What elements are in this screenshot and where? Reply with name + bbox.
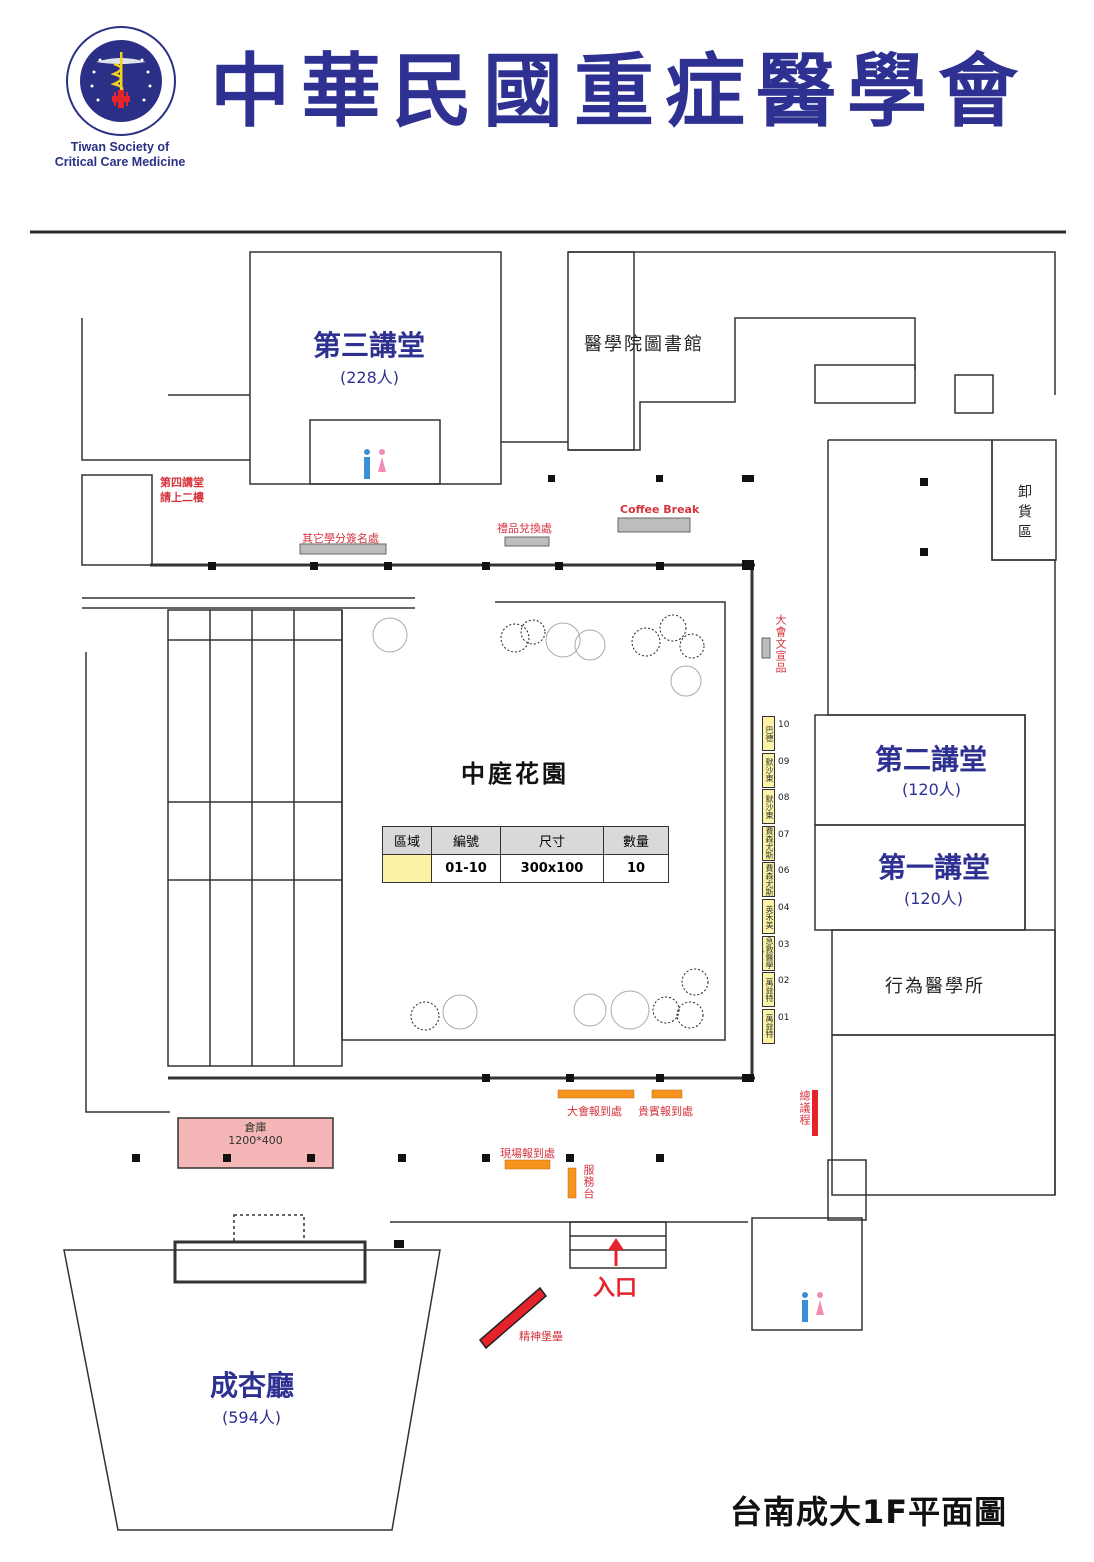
- hall1-capacity: (120人): [904, 889, 964, 908]
- booth-sponsor-name: 巴德: [762, 716, 775, 751]
- coffee-break-label: Coffee Break: [620, 503, 700, 516]
- booth-sponsor-name: 英禾美: [762, 899, 775, 934]
- restroom-icon: [364, 449, 824, 1322]
- loading-label: 卸貨區: [1016, 484, 1032, 544]
- main-checkin-label: 大會報到處: [567, 1105, 622, 1118]
- booth-sponsor-name: 費森尤斯: [762, 825, 775, 861]
- promo-label: 大會文宣品: [774, 614, 787, 674]
- table-header: 數量: [603, 826, 669, 855]
- fortress-label: 精神堡壘: [519, 1330, 563, 1343]
- logo-seal: [80, 40, 162, 122]
- library-label: 醫學院圖書館: [584, 334, 704, 355]
- chengxing-hall: [63, 1249, 441, 1531]
- service-desk-label: 服務台: [582, 1164, 595, 1200]
- signin-table: [299, 543, 387, 555]
- gift-exchange-label: 禮品兌換處: [497, 522, 552, 535]
- booth-number: 07: [778, 829, 790, 840]
- booth-number: 04: [778, 903, 790, 913]
- service-desk-counter: [567, 1167, 577, 1199]
- booth-number: 01: [778, 1012, 790, 1023]
- table-header: 尺寸: [500, 826, 604, 855]
- booth-03: 急救醫學會03: [762, 935, 789, 971]
- booth-sponsor-name: 默沙東: [762, 789, 775, 825]
- table-header: 區域: [382, 826, 432, 855]
- booth-sponsor-name: 萬益特: [762, 972, 775, 1008]
- caduceus-icon: [90, 52, 152, 108]
- other-signin-label: 其它學分簽名處: [302, 532, 379, 545]
- booth-size: 300x100: [500, 854, 604, 883]
- storage-label: 倉庫 1200*400: [188, 1121, 323, 1147]
- hall3-capacity: (228人): [340, 368, 400, 387]
- agenda-board: [812, 1090, 818, 1136]
- org-name-english: Tiwan Society of Critical Care Medicine: [40, 140, 200, 170]
- hall4-note-line1: 第四講堂: [160, 476, 204, 489]
- vip-checkin-counter: [651, 1089, 683, 1099]
- entrance-arrow-icon: [608, 1238, 624, 1266]
- booth-number: 10: [778, 720, 790, 730]
- booth-sponsor-name: 急救醫學會: [762, 935, 775, 971]
- vip-checkin-label: 貴賓報到處: [638, 1105, 693, 1118]
- zone-swatch: [382, 854, 432, 883]
- fortress-sign: [478, 1286, 548, 1350]
- onsite-checkin-counter: [504, 1159, 551, 1170]
- booth-numbers: 01-10: [431, 854, 501, 883]
- main-checkin-counter: [557, 1089, 635, 1099]
- hall1-name: 第一講堂: [878, 851, 991, 884]
- booth-number: 06: [778, 866, 790, 877]
- hall4-note-line2: 請上二樓: [160, 491, 204, 504]
- booth-count: 10: [603, 854, 669, 883]
- table-header: 編號: [431, 826, 501, 855]
- map-title: 台南成大1F平面圖: [730, 1493, 1008, 1531]
- loading-area: [991, 439, 1057, 561]
- behavior-label: 行為醫學所: [885, 976, 985, 997]
- booth-number: 03: [778, 939, 790, 950]
- org-name-en-line2: Critical Care Medicine: [54, 155, 186, 169]
- garden-trees: [372, 617, 702, 1030]
- booth-number: 02: [778, 976, 790, 987]
- spiral-stair: [81, 474, 153, 566]
- storage-size: 1200*400: [228, 1134, 283, 1147]
- booth-sponsor-name: 萬益特: [762, 1008, 775, 1044]
- society-logo: [66, 26, 176, 136]
- pillars: [132, 475, 928, 1248]
- org-title: 中華民國重症醫學會: [210, 45, 1029, 138]
- booth-number: 09: [778, 756, 790, 767]
- storage-name: 倉庫: [244, 1121, 267, 1134]
- restroom-hall3: [309, 419, 441, 485]
- garden-label: 中庭花園: [461, 760, 569, 788]
- booth-legend-table: 區域 編號 尺寸 數量 01-10 300x100 10: [382, 826, 669, 883]
- gift-table: [504, 536, 550, 547]
- entrance-label: 入口: [593, 1276, 638, 1301]
- agenda-label: 總議程: [798, 1090, 811, 1126]
- chengxing-capacity: (594人): [222, 1408, 282, 1427]
- hall2-capacity: (120人): [902, 780, 962, 799]
- hall3-name: 第三講堂: [313, 329, 426, 362]
- booth-sponsor-name: 費森尤斯: [762, 862, 775, 898]
- org-name-en-line1: Tiwan Society of: [70, 140, 170, 154]
- booth-number: 08: [778, 793, 790, 804]
- promo-table: [761, 637, 771, 659]
- coffee-table: [617, 517, 691, 533]
- booth-sponsor-name: 默沙東: [762, 752, 775, 788]
- hall2-name: 第二講堂: [875, 743, 988, 776]
- onsite-checkin-label: 現場報到處: [500, 1147, 555, 1160]
- chengxing-name: 成杏廳: [210, 1369, 295, 1402]
